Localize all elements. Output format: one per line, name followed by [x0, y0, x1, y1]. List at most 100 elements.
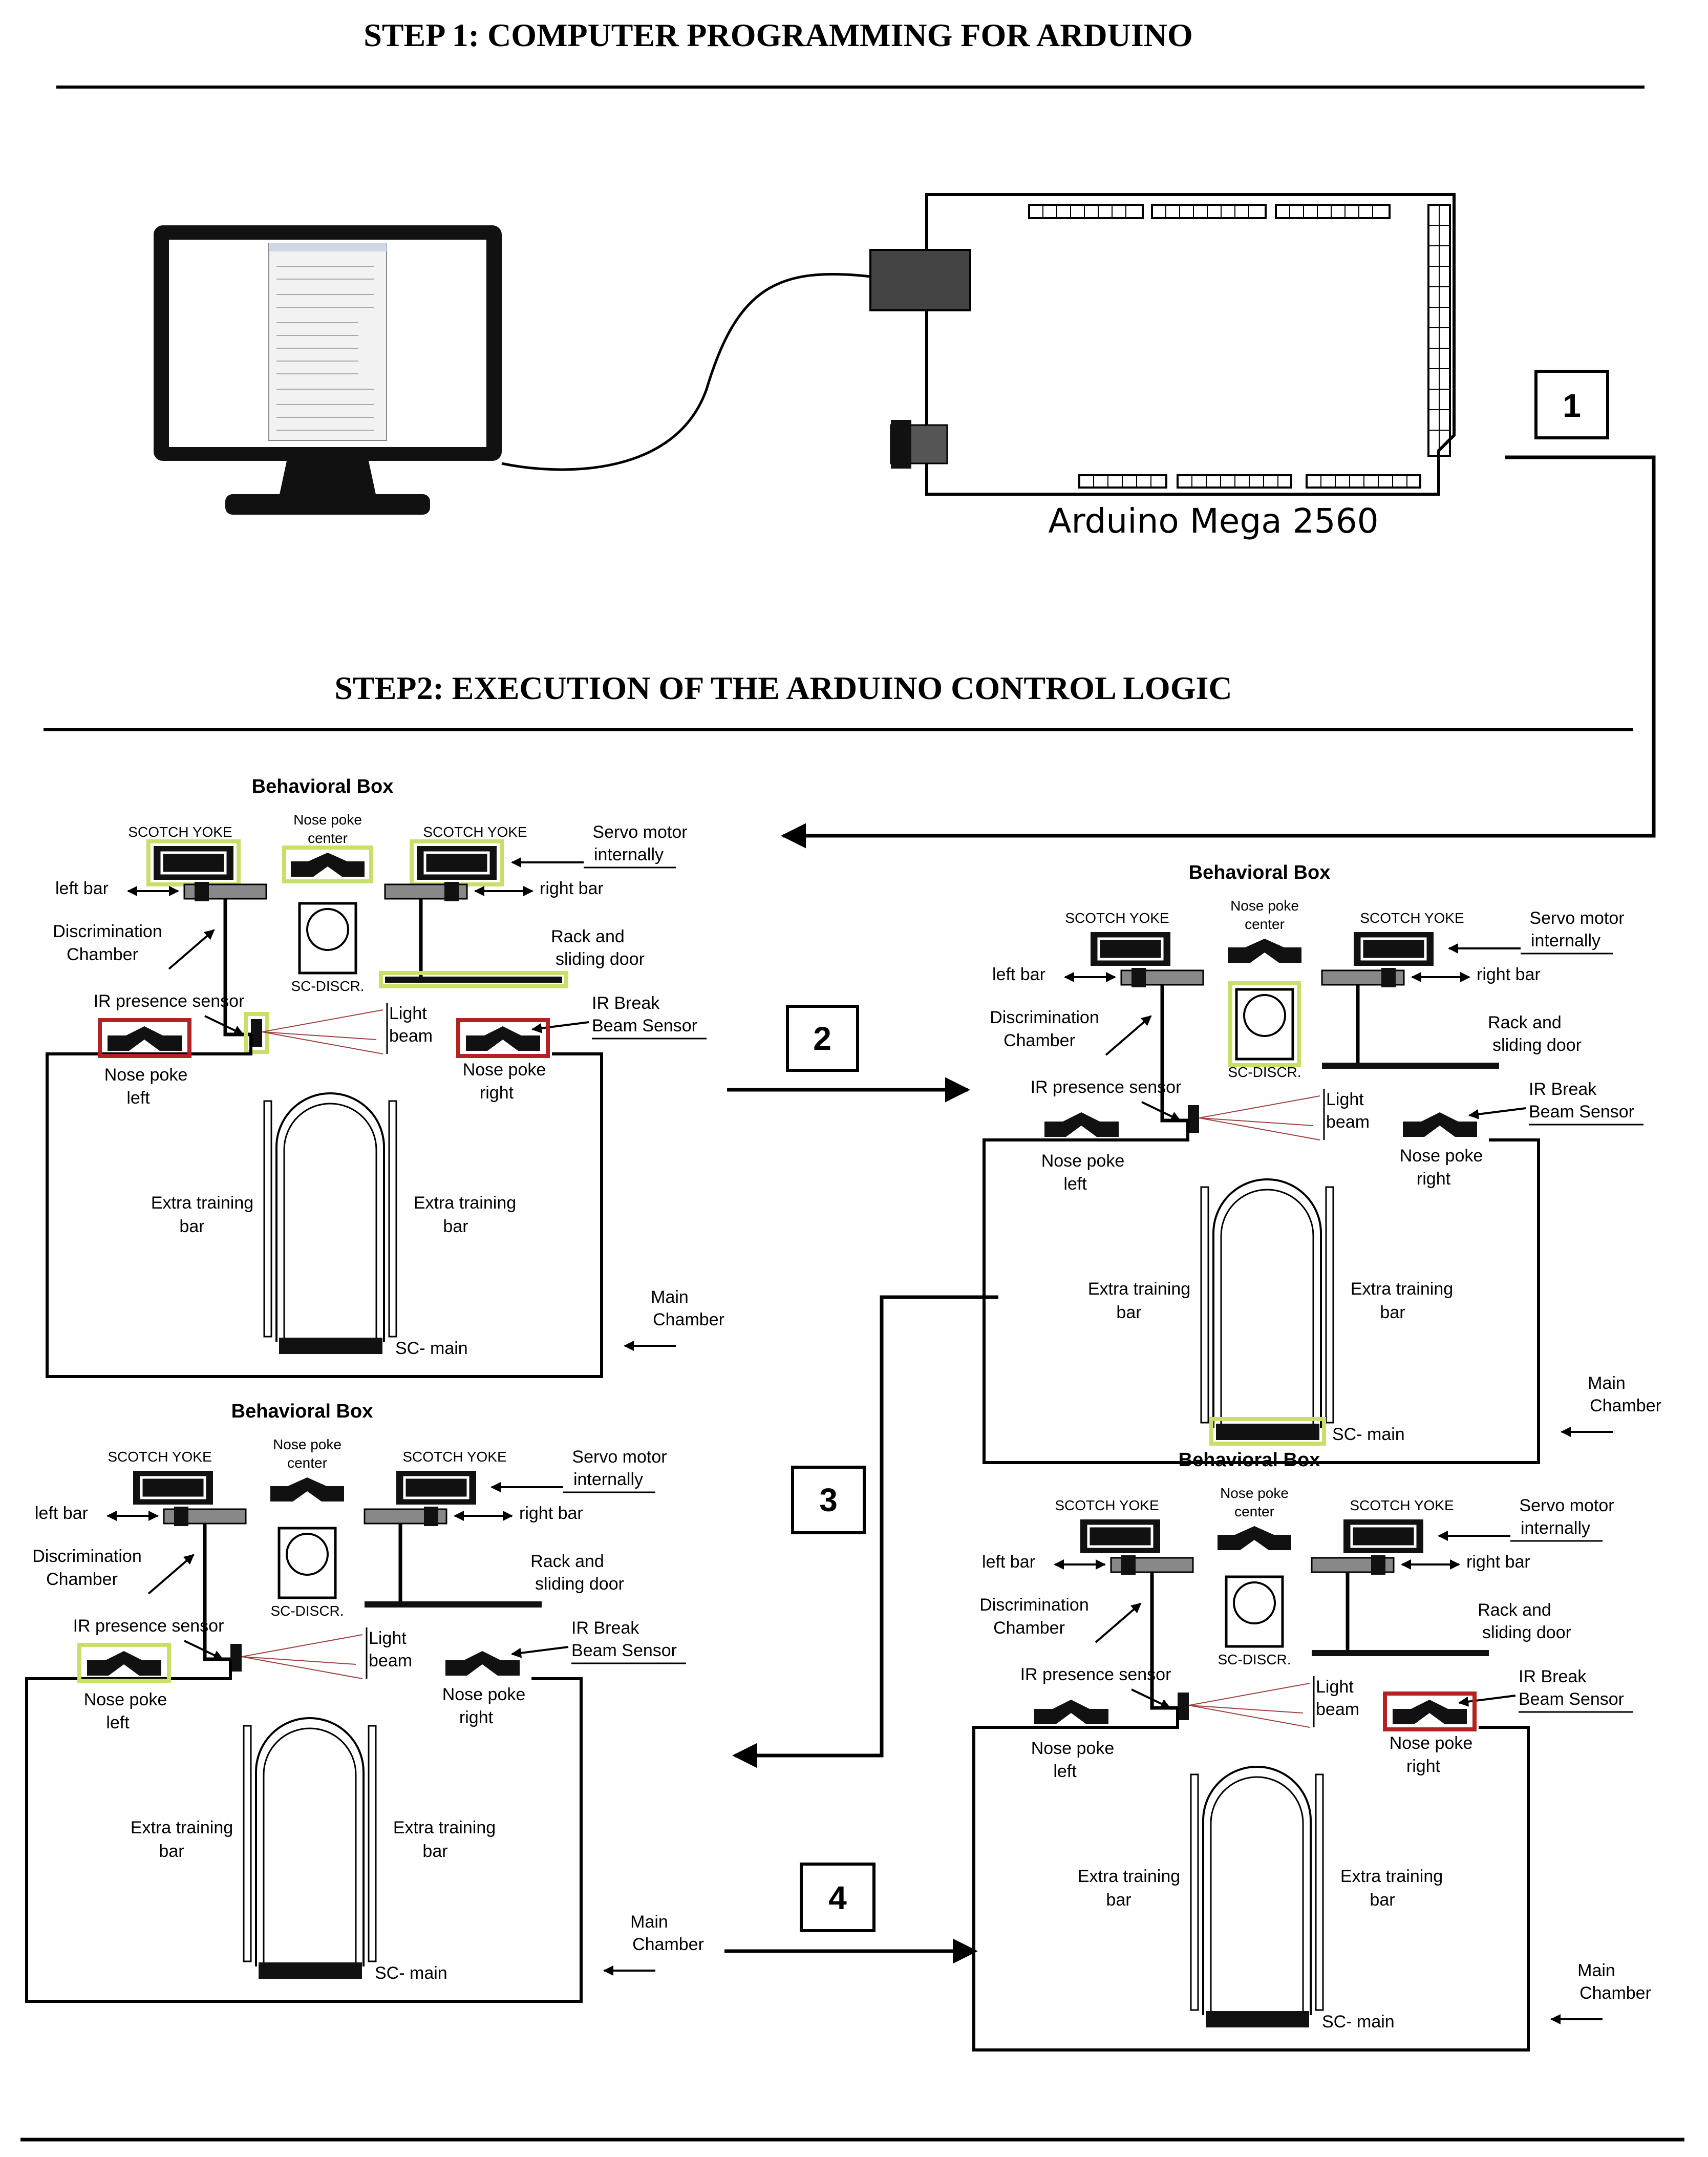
behavioral-box-top-right: Behavioral Box SCOTCH YOKE SCOTCH YOKE N… [983, 862, 1661, 1464]
main-chamber-label-2: Chamber [1590, 1396, 1661, 1415]
extra-bar-right-label-1: Extra training [414, 1193, 516, 1213]
nose-poke-center-label-1: Nose poke [273, 1436, 341, 1452]
right-bar-label: right bar [1477, 965, 1541, 984]
left-bar-label: left bar [982, 1552, 1035, 1572]
ir-break-label-2: Beam Sensor [1529, 1102, 1634, 1122]
scotch-yoke-left-label: SCOTCH YOKE [1065, 910, 1169, 926]
nose-poke-center [291, 853, 365, 877]
discrimination-chamber-label-2: Chamber [1004, 1031, 1075, 1050]
nose-poke-center-label-2: center [1245, 916, 1285, 932]
nose-poke-right-label-1: Nose poke [463, 1060, 546, 1080]
step-3-connector [732, 1295, 998, 1768]
scotch-yoke-right-label: SCOTCH YOKE [402, 1449, 506, 1465]
scotch-yoke-left-label: SCOTCH YOKE [128, 824, 232, 840]
light-beam-label-2: beam [1316, 1700, 1359, 1719]
step-3-box [791, 1466, 866, 1534]
rack-door-label-2: sliding door [1482, 1623, 1571, 1642]
discrimination-chamber-label-2: Chamber [67, 945, 138, 964]
nose-poke-right-label-1: Nose poke [1390, 1733, 1473, 1753]
ir-presence-label: IR presence sensor [73, 1616, 224, 1636]
left-bar-label: left bar [35, 1504, 88, 1523]
nose-poke-right [445, 1651, 520, 1676]
scotch-yoke-right [1354, 932, 1434, 966]
nose-poke-right-highlight [456, 1018, 550, 1058]
box-title: Behavioral Box [1189, 862, 1331, 883]
sliding-door [1312, 1650, 1489, 1656]
nose-poke-left [1034, 1700, 1108, 1724]
box-title: Behavioral Box [231, 1401, 373, 1422]
rack-door-label-1: Rack and [1488, 1013, 1562, 1032]
extra-training-bar-left [263, 1100, 272, 1338]
nose-poke-right [1403, 1112, 1477, 1137]
extra-training-bar-right [368, 1725, 377, 1962]
sc-main-highlight [1209, 1417, 1326, 1446]
behavioral-box-bottom-right: Behavioral Box SCOTCH YOKE SCOTCH YOKE N… [972, 1449, 1651, 2052]
sc-main-label: SC- main [1332, 1425, 1405, 1444]
servo-motor-label-2: internally [1531, 931, 1600, 950]
main-chamber [983, 1120, 1540, 1464]
arduino-gui-window [268, 243, 387, 441]
runway [255, 1717, 365, 1966]
nose-poke-left [108, 1026, 182, 1051]
right-bar-label: right bar [540, 879, 604, 898]
step-1-connector [781, 455, 1656, 849]
ir-presence-sensor [230, 1644, 242, 1672]
servo-motor-label-1: Servo motor [1529, 908, 1624, 928]
scotch-yoke-left-label: SCOTCH YOKE [1055, 1497, 1159, 1513]
light-beam-label-2: beam [389, 1026, 433, 1046]
nose-poke-right-label-2: right [1417, 1169, 1451, 1189]
scotch-yoke-left [1091, 932, 1170, 966]
nose-poke-left-label-1: Nose poke [1031, 1739, 1115, 1758]
nose-poke-center-label-1: Nose poke [293, 812, 362, 828]
nose-poke-center [270, 1477, 344, 1502]
extra-bar-left-label-1: Extra training [1078, 1867, 1180, 1886]
main-chamber-label-2: Chamber [653, 1310, 724, 1329]
nose-poke-center [1218, 1526, 1291, 1550]
nose-poke-center-highlight [282, 845, 373, 883]
extra-bar-left-label-1: Extra training [131, 1818, 233, 1837]
sc-main-label: SC- main [395, 1339, 468, 1358]
light-beam-label-1: Light [1316, 1677, 1354, 1697]
ir-presence-sensor [251, 1019, 262, 1047]
nose-poke-right-label-2: right [459, 1708, 494, 1727]
step-4-number: 4 [828, 1879, 847, 1916]
left-bar-label: left bar [992, 965, 1045, 984]
extra-bar-right-label-1: Extra training [1340, 1867, 1443, 1886]
usb-cable [501, 272, 871, 471]
runway [275, 1092, 385, 1342]
light-beam [1199, 1095, 1320, 1140]
nose-poke-center-label-2: center [287, 1455, 327, 1471]
sc-discr-label: SC-DISCR. [291, 978, 364, 994]
sc-main [1206, 2011, 1309, 2027]
rack-door-label-2: sliding door [535, 1574, 624, 1594]
light-beam-label-1: Light [369, 1629, 407, 1648]
sc-discr-label: SC-DISCR. [1228, 1064, 1301, 1080]
extra-training-bar-left [1200, 1186, 1209, 1424]
sc-main-label: SC- main [375, 1963, 447, 1983]
nose-poke-center-label-2: center [1234, 1504, 1274, 1519]
nose-poke-right-label-2: right [1406, 1757, 1441, 1776]
nose-poke-left-highlight [98, 1018, 191, 1058]
nose-poke-center-label-2: center [308, 830, 348, 846]
nose-poke-right-label-1: Nose poke [442, 1685, 526, 1704]
ir-presence-label: IR presence sensor [1031, 1077, 1182, 1097]
main-chamber-label-1: Main [1588, 1373, 1626, 1393]
ir-break-label-2: Beam Sensor [592, 1016, 697, 1035]
ir-break-label-2: Beam Sensor [571, 1641, 677, 1660]
main-chamber [972, 1708, 1530, 2052]
rack-door-label-2: sliding door [1492, 1035, 1582, 1055]
step-2-number: 2 [813, 1020, 831, 1057]
scotch-yoke-right-label: SCOTCH YOKE [1350, 1497, 1454, 1513]
step-2-box [786, 1005, 859, 1072]
ir-break-label-1: IR Break [1529, 1080, 1597, 1099]
extra-training-bar-left [243, 1725, 252, 1962]
light-beam-label-1: Light [1326, 1090, 1364, 1109]
servo-motor-label-2: internally [594, 845, 664, 864]
nose-poke-right-label-1: Nose poke [1400, 1146, 1483, 1166]
scotch-yoke-right-label: SCOTCH YOKE [423, 824, 527, 840]
discrimination-chamber-label-1: Discrimination [32, 1547, 142, 1566]
main-chamber [25, 1659, 583, 2003]
sc-main [279, 1338, 382, 1354]
extra-training-bar-right [388, 1100, 397, 1338]
